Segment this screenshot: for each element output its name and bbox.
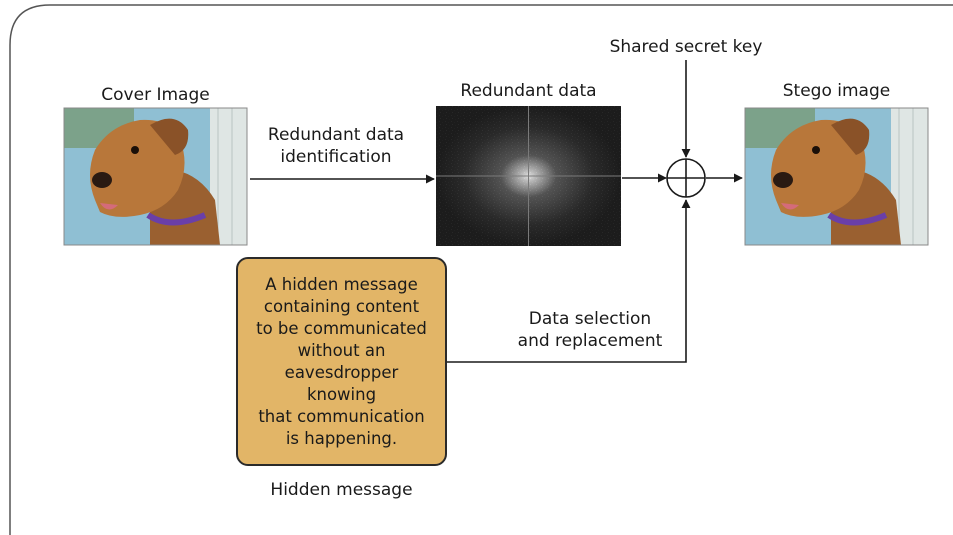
hidden-message-caption: Hidden message xyxy=(270,480,413,500)
arrow-message-to-combiner xyxy=(447,199,691,363)
redundant-data-label: Redundant data xyxy=(460,81,597,101)
cover-dog-photo xyxy=(63,107,248,246)
cover-image-label: Cover Image xyxy=(101,85,210,105)
xor-combiner-icon xyxy=(666,158,706,198)
shared-secret-key-label: Shared secret key xyxy=(609,37,763,57)
frame-border xyxy=(9,4,953,535)
frequency-spectrum-image xyxy=(436,106,621,246)
redundant-identification-label: Redundant data identification xyxy=(267,125,405,167)
stego-dog-photo xyxy=(744,107,929,246)
data-selection-label: Data selection and replacement xyxy=(517,309,663,351)
stego-image-label: Stego image xyxy=(782,81,891,101)
hidden-message-box: A hidden message containing content to b… xyxy=(236,257,447,466)
hidden-message-text: A hidden message containing content to b… xyxy=(256,274,427,448)
